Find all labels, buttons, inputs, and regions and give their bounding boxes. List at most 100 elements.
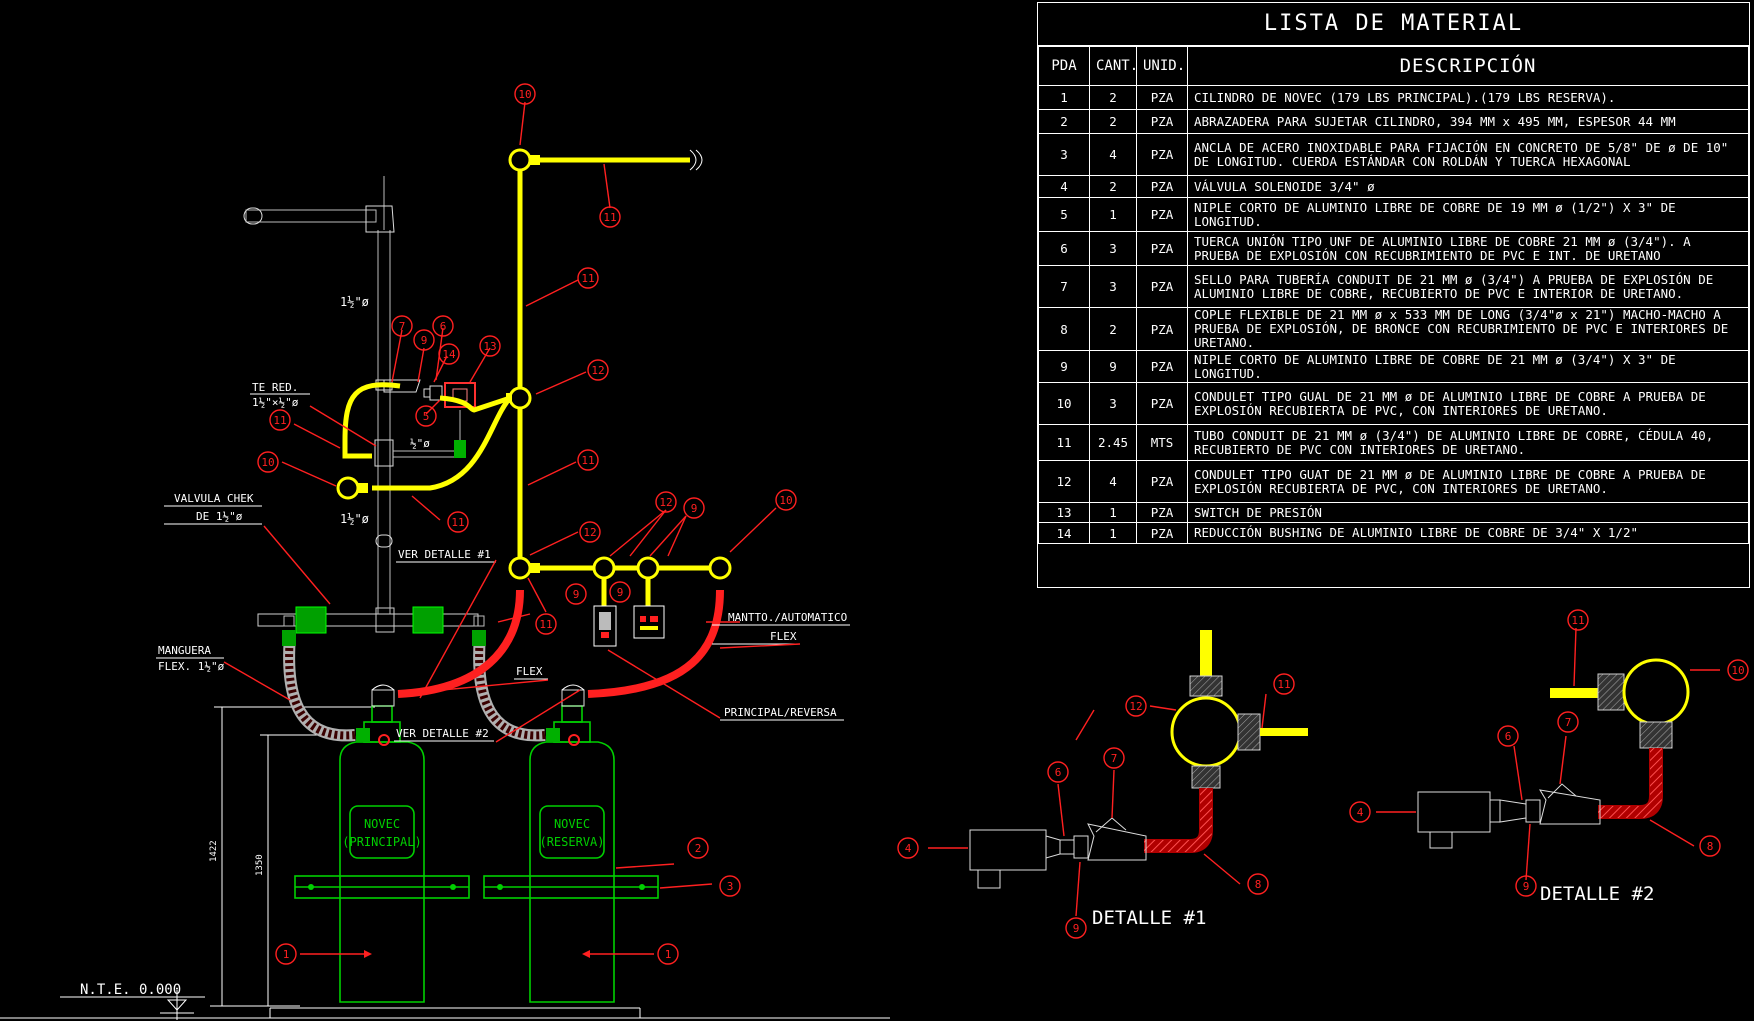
svg-text:4: 4 <box>905 842 912 855</box>
row-descripcion: SWITCH DE PRESIÓN <box>1187 502 1749 523</box>
row-pda: 5 <box>1038 197 1090 232</box>
header-cant: CANT. <box>1089 46 1138 86</box>
red-flex-conduits <box>397 589 724 698</box>
svg-text:12: 12 <box>1129 700 1142 713</box>
header-pda: PDA <box>1038 46 1090 86</box>
row-descripcion: VÁLVULA SOLENOIDE 3/4" ø <box>1187 175 1749 198</box>
svg-text:9: 9 <box>421 334 428 347</box>
row-cant: 3 <box>1089 382 1137 425</box>
cylinder-principal-novec: NOVEC <box>364 817 400 831</box>
row-descripcion: TUBO CONDUIT DE 21 MM ø (3/4") DE ALUMIN… <box>1187 424 1749 461</box>
half-inch-label: ½"ø <box>410 437 430 450</box>
manifold-hoses <box>283 635 546 742</box>
header-unid: UNID. <box>1136 46 1188 86</box>
nte-label: N.T.E. 0.000 <box>80 982 181 998</box>
table-header-row: PDA CANT. UNID. DESCRIPCIÓN <box>1038 46 1749 86</box>
row-pda: 1 <box>1038 85 1090 110</box>
cylinder-principal <box>339 705 425 1003</box>
cylinder-reserva <box>529 705 615 1003</box>
row-pda: 6 <box>1038 231 1090 266</box>
row-descripcion: TUERCA UNIÓN TIPO UNF DE ALUMINIO LIBRE … <box>1187 231 1749 266</box>
svg-text:11: 11 <box>1571 614 1584 627</box>
row-descripcion: CONDULET TIPO GUAT DE 21 MM ø DE ALUMINI… <box>1187 460 1749 503</box>
svg-text:1: 1 <box>665 948 672 961</box>
svg-text:11: 11 <box>273 414 286 427</box>
detalle-1-title: DETALLE #1 <box>1092 907 1206 929</box>
svg-text:11: 11 <box>581 272 594 285</box>
balloon-7: 7 <box>1557 711 1579 733</box>
dim-1350: 1350 <box>255 854 265 876</box>
svg-text:7: 7 <box>1565 716 1572 729</box>
row-pda: 12 <box>1038 460 1090 503</box>
balloon-3: 3 <box>719 875 741 897</box>
row-cant: 1 <box>1089 502 1137 523</box>
svg-text:11: 11 <box>451 516 464 529</box>
row-descripcion: ANCLA DE ACERO INOXIDABLE PARA FIJACIÓN … <box>1187 133 1749 176</box>
row-unid: PZA <box>1136 502 1188 523</box>
balloon-1: 1 <box>657 943 679 965</box>
row-unid: PZA <box>1136 109 1188 134</box>
material-list-table: LISTA DE MATERIAL PDA CANT. UNID. DESCRI… <box>1037 2 1750 588</box>
row-cant: 4 <box>1089 460 1137 503</box>
balloon-10: 10 <box>1727 659 1749 681</box>
balloon-6: 6 <box>1497 725 1519 747</box>
detalle-2-drawing <box>1376 627 1720 881</box>
valvula-chek-size: DE 1½"ø <box>196 510 243 523</box>
row-unid: PZA <box>1136 85 1188 110</box>
row-unid: PZA <box>1136 231 1188 266</box>
balloon-11: 11 <box>269 409 291 431</box>
svg-text:11: 11 <box>581 454 594 467</box>
row-pda: 9 <box>1038 350 1090 383</box>
svg-text:3: 3 <box>727 880 734 893</box>
valvula-chek-label: VALVULA CHEK <box>174 492 254 505</box>
row-unid: PZA <box>1136 175 1188 198</box>
balloon-5: 5 <box>415 405 437 427</box>
svg-text:7: 7 <box>1111 752 1118 765</box>
balloon-9: 9 <box>683 497 705 519</box>
row-descripcion: COPLE FLEXIBLE DE 21 MM ø x 533 MM DE LO… <box>1187 307 1749 351</box>
svg-text:5: 5 <box>423 410 430 423</box>
flex-right-label: FLEX <box>770 630 797 643</box>
dim-1422: 1422 <box>209 840 219 862</box>
cylinder-valves <box>356 684 585 746</box>
svg-text:12: 12 <box>659 496 672 509</box>
balloon-10: 10 <box>775 489 797 511</box>
balloon-12: 12 <box>587 359 609 381</box>
row-cant: 9 <box>1089 350 1137 383</box>
balloon-10: 10 <box>257 451 279 473</box>
svg-text:9: 9 <box>1523 880 1530 893</box>
row-pda: 2 <box>1038 109 1090 134</box>
leader-lines <box>223 101 801 958</box>
row-pda: 7 <box>1038 265 1090 308</box>
balloon-1: 1 <box>275 943 297 965</box>
selector-switches <box>593 605 665 647</box>
mantto-label: MANTTO./AUTOMATICO <box>728 611 847 624</box>
svg-text:10: 10 <box>779 494 792 507</box>
row-descripcion: CONDULET TIPO GUAL DE 21 MM ø DE ALUMINI… <box>1187 382 1749 425</box>
svg-text:2: 2 <box>695 842 702 855</box>
detalle-2-title: DETALLE #2 <box>1540 883 1654 905</box>
balloon-callouts: 10 11 11 12 11 12 11 12 9 10 9 9 7 9 6 1… <box>257 83 1749 965</box>
balloon-2: 2 <box>687 837 709 859</box>
svg-text:11: 11 <box>603 211 616 224</box>
balloon-11: 11 <box>577 449 599 471</box>
row-cant: 2.45 <box>1089 424 1137 461</box>
row-cant: 2 <box>1089 85 1137 110</box>
svg-text:9: 9 <box>573 588 580 601</box>
row-cant: 2 <box>1089 307 1137 351</box>
balloon-4: 4 <box>897 837 919 859</box>
row-pda: 10 <box>1038 382 1090 425</box>
svg-text:4: 4 <box>1357 806 1364 819</box>
cylinder-reserva-novec: NOVEC <box>554 817 590 831</box>
